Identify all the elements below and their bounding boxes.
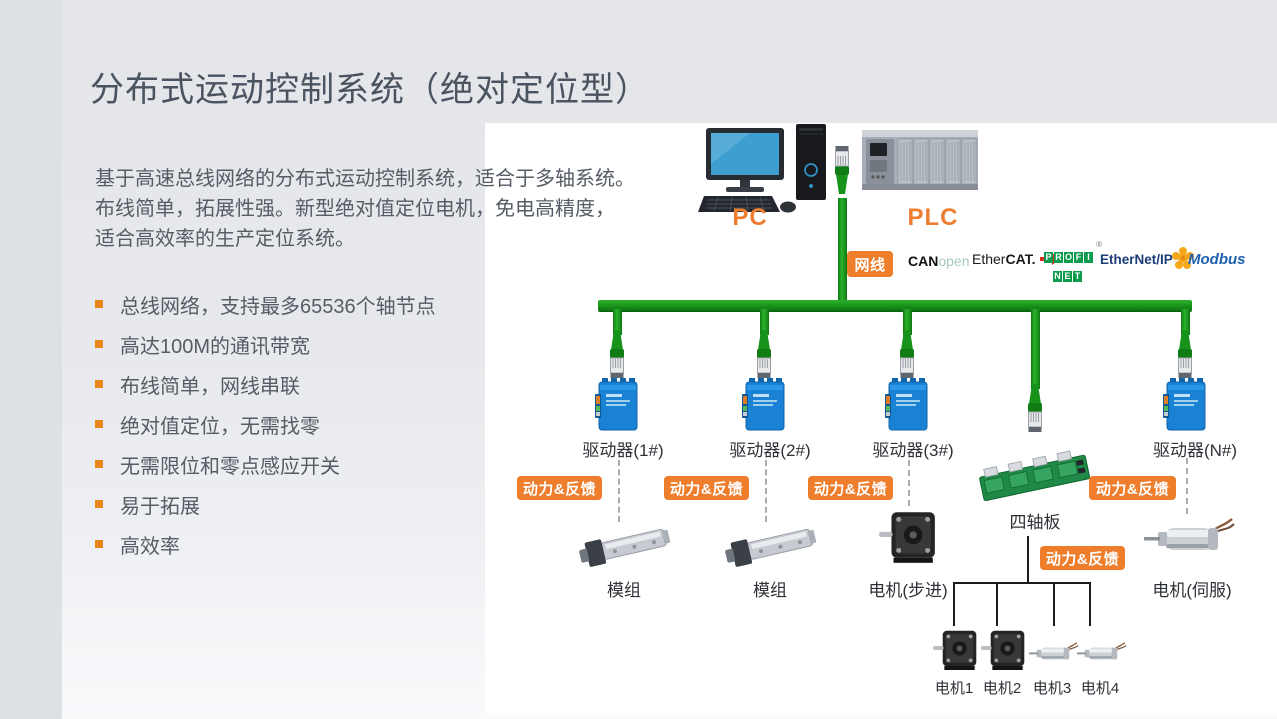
bullet-item: 总线网络，支持最多65536个轴节点 [95, 284, 525, 324]
feature-bullet-list: 总线网络，支持最多65536个轴节点 高达100M的通讯带宽 布线简单，网线串联… [95, 284, 525, 564]
rj45-connector-up-icon [831, 144, 853, 204]
rj45-connector-down-icon [606, 330, 628, 380]
pc-label: PC [732, 204, 768, 231]
driver-3-label: 驱动器(3#) [872, 441, 954, 460]
stepper-motor-label: 电机(步进) [868, 581, 948, 600]
rj45-connector-down-icon [753, 330, 775, 380]
bullet-text: 无需限位和零点感应开关 [120, 455, 340, 478]
bullet-square-icon [95, 300, 103, 308]
ethercat-logo-bold: CAT. [1005, 251, 1036, 267]
ethernet-ip-logo: EtherNet/IP [1100, 252, 1173, 267]
bullet-text: 总线网络，支持最多65536个轴节点 [120, 295, 436, 318]
power-feedback-badge-4: 动力&反馈 [1089, 476, 1176, 500]
driver-n-label: 驱动器(N#) [1152, 441, 1238, 460]
canopen-logo-light: open [938, 253, 970, 269]
module-2-illustration [722, 514, 818, 574]
power-feedback-badge-3: 动力&反馈 [808, 476, 893, 500]
servo-motor-illustration [1144, 512, 1236, 564]
rj45-connector-down-icon [1024, 384, 1046, 434]
drop-cable-3 [903, 309, 912, 335]
driver-1-label: 驱动器(1#) [582, 441, 664, 460]
motor-3-illustration [1029, 634, 1079, 672]
motor-tree-drop-3 [1053, 582, 1055, 626]
motor-2-label: 电机2 [982, 680, 1022, 697]
canopen-logo-bold: CAN [908, 253, 939, 269]
rj45-connector-down-icon [896, 330, 918, 380]
module-2-label: 模组 [753, 581, 787, 600]
bullet-text: 布线简单，网线串联 [120, 375, 300, 398]
motor-1-illustration [932, 626, 979, 674]
motor-4-label: 电机4 [1080, 680, 1120, 697]
driver-2-illustration [741, 376, 789, 434]
dashed-link-n [1186, 458, 1188, 514]
cable-badge: 网线 [847, 251, 893, 277]
power-feedback-badge-5: 动力&反馈 [1040, 546, 1125, 570]
bullet-square-icon [95, 420, 103, 428]
network-cable-vertical [838, 198, 847, 302]
intro-line-3: 适合高效率的生产定位系统。 [95, 228, 355, 250]
bullet-item: 绝对值定位，无需找零 [95, 404, 525, 444]
power-feedback-badge-1: 动力&反馈 [517, 476, 602, 500]
drop-cable-5 [1181, 309, 1190, 335]
bullet-text: 绝对值定位，无需找零 [120, 415, 320, 438]
motor-tree-drop-1 [953, 582, 955, 626]
bullet-square-icon [95, 540, 103, 548]
dashed-link-3 [908, 460, 910, 506]
bullet-text: 易于拓展 [120, 495, 200, 518]
stepper-motor-illustration [879, 506, 937, 568]
power-feedback-badge-2: 动力&反馈 [664, 476, 749, 500]
drop-cable-1 [613, 309, 622, 335]
rj45-connector-down-icon [1174, 330, 1196, 380]
bullet-item: 布线简单，网线串联 [95, 364, 525, 404]
driver-n-illustration [1162, 376, 1210, 434]
bullet-item: 高达100M的通讯带宽 [95, 324, 525, 364]
bullet-text: 高达100M的通讯带宽 [120, 335, 311, 358]
motor-4-illustration [1077, 634, 1127, 672]
motor-2-illustration [980, 626, 1027, 674]
intro-line-1: 基于高速总线网络的分布式运动控制系统，适合于多轴系统。 [95, 168, 635, 190]
bullet-item: 易于拓展 [95, 484, 525, 524]
four-axis-board-label: 四轴板 [1009, 513, 1061, 532]
motor-1-label: 电机1 [934, 680, 974, 697]
module-1-label: 模组 [607, 581, 641, 600]
four-axis-board-illustration [972, 442, 1096, 508]
dashed-link-2 [765, 460, 767, 522]
plc-label: PLC [907, 204, 959, 231]
module-1-illustration [576, 514, 672, 574]
bullet-square-icon [95, 340, 103, 348]
profinet-registered-mark: ® [1096, 240, 1102, 249]
servo-motor-label: 电机(伺服) [1152, 581, 1232, 600]
bullet-square-icon [95, 500, 103, 508]
left-edge-strip [0, 0, 62, 719]
drop-cable-4 [1031, 309, 1040, 389]
intro-paragraph: 基于高速总线网络的分布式运动控制系统，适合于多轴系统。 布线简单，拓展性强。新型… [95, 164, 715, 254]
motor-tree-trunk [1027, 536, 1029, 584]
bullet-item: 高效率 [95, 524, 525, 564]
driver-1-illustration [594, 376, 642, 434]
drop-cable-2 [760, 309, 769, 335]
canopen-logo: CANopen [908, 253, 970, 271]
bullet-text: 高效率 [120, 535, 180, 558]
page-title: 分布式运动控制系统（绝对定位型） [90, 71, 650, 109]
motor-3-label: 电机3 [1032, 680, 1072, 697]
motor-tree-drop-2 [996, 582, 998, 626]
bullet-item: 无需限位和零点感应开关 [95, 444, 525, 484]
driver-3-illustration [884, 376, 932, 434]
dashed-link-1 [618, 460, 620, 522]
bullet-square-icon [95, 380, 103, 388]
modbus-logo: Modbus [1188, 251, 1246, 268]
bullet-square-icon [95, 460, 103, 468]
intro-line-2: 布线简单，拓展性强。新型绝对值定位电机，免电高精度， [95, 198, 615, 220]
ethercat-logo-regular: Ether [972, 251, 1006, 267]
driver-2-label: 驱动器(2#) [729, 441, 811, 460]
plc-illustration [858, 118, 982, 202]
pc-illustration [698, 124, 838, 216]
ethercat-logo: EtherCAT. [972, 251, 1060, 269]
motor-tree-drop-4 [1089, 582, 1091, 626]
network-bus-cable [598, 300, 1192, 311]
motor-tree-branch [953, 582, 1091, 584]
